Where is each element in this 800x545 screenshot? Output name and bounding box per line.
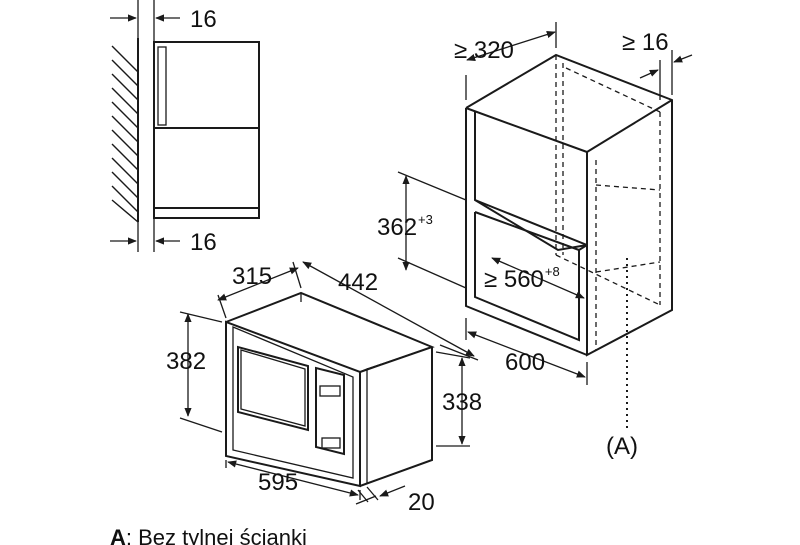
- dim-wall-gap-top: 16: [190, 6, 217, 33]
- dim-wall-gap-bottom: 16: [190, 229, 217, 256]
- dim-opening-width-tolerance: +8: [545, 264, 560, 279]
- dim-opening-height: 362: [377, 214, 417, 241]
- dim-opening-width: ≥ 560: [484, 266, 544, 293]
- dim-rear-gap: ≥ 16: [622, 29, 669, 56]
- dim-oven-depth: 315: [232, 263, 272, 290]
- dim-oven-front-height: 382: [166, 348, 206, 375]
- footnote-description: : Bez tylnej ścianki: [126, 525, 307, 545]
- microwave-isometric-view: 315 442 382 338 595 20: [166, 261, 482, 516]
- footnote-letter: A: [110, 525, 126, 545]
- dim-opening-height-tolerance: +3: [418, 212, 433, 227]
- callout-a-marker: (A): [606, 433, 638, 460]
- side-section-view: 16 16: [110, 0, 260, 256]
- dim-cabinet-depth: ≥ 320: [454, 37, 514, 64]
- dim-oven-body-width: 442: [338, 269, 378, 296]
- footnote: A: Bez tylnej ścianki: [110, 525, 307, 545]
- cabinet-isometric-view: (A) ≥ 320 ≥ 16 362 +3 ≥ 560 +8 600: [377, 22, 693, 460]
- footnote-text: A: Bez tylnej ścianki: [110, 525, 307, 545]
- dim-oven-body-height: 338: [442, 389, 482, 416]
- wall-hatch: [111, 45, 139, 223]
- dim-oven-front-width: 595: [258, 469, 298, 496]
- dim-front-frame-depth: 20: [408, 489, 435, 516]
- dim-cabinet-width: 600: [505, 349, 545, 376]
